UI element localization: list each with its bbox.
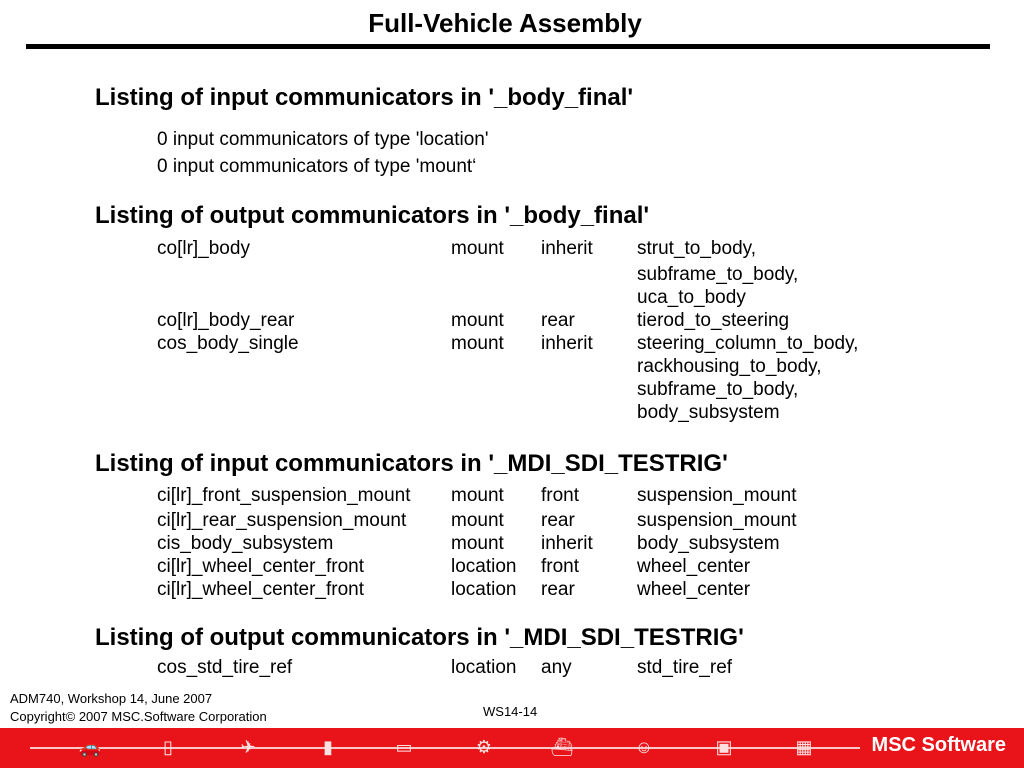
cell-name: co[lr]_body_rear bbox=[157, 310, 295, 331]
cell-symmetry: rear bbox=[541, 510, 575, 531]
cell-name: ci[lr]_wheel_center_front bbox=[157, 579, 364, 600]
cell-name: co[lr]_body bbox=[157, 238, 250, 259]
cell-type: mount bbox=[451, 238, 504, 259]
footer-band: 🚗 ▯ ✈ ▮ ▭ ⚙ ⛴ ☺ ▣ ▦ MSC Software bbox=[0, 728, 1024, 768]
cell-entity: strut_to_body, bbox=[637, 238, 757, 259]
cell-entity: subframe_to_body, bbox=[637, 379, 799, 400]
cell-type: mount bbox=[451, 533, 504, 554]
table-row: subframe_to_body, bbox=[0, 264, 1024, 287]
cell-symmetry: inherit bbox=[541, 533, 593, 554]
table-row: body_subsystem bbox=[0, 402, 1024, 425]
building-icon: ▦ bbox=[795, 737, 813, 757]
cell-type: mount bbox=[451, 510, 504, 531]
ship-icon: ⛴ bbox=[550, 737, 574, 757]
cell-entity: std_tire_ref bbox=[637, 657, 733, 678]
cell-entity: tierod_to_steering bbox=[637, 310, 790, 331]
person-icon: ☺ bbox=[634, 737, 654, 757]
table-row: cis_body_subsystem mount inherit body_subsy… bbox=[0, 533, 1024, 556]
slide-title: Full-Vehicle Assembly bbox=[368, 8, 642, 38]
cell-entity: body_subsystem bbox=[637, 533, 780, 554]
table-row: co[lr]_body_rear mount rear tierod_to_steer… bbox=[0, 310, 1024, 333]
band-line bbox=[30, 747, 860, 749]
cell-type: mount bbox=[451, 310, 504, 331]
footer-info: ADM740, Workshop 14, June 2007 Copyright… bbox=[10, 690, 267, 726]
brand-logo: MSC Software bbox=[871, 734, 1006, 756]
heading-output-testrig: Listing of output communicators in '_MDI… bbox=[95, 624, 744, 651]
cell-name: cos_std_tire_ref bbox=[157, 657, 293, 678]
cell-entity: rackhousing_to_body, bbox=[637, 356, 822, 377]
cell-name: ci[lr]_wheel_center_front bbox=[157, 556, 364, 577]
table-row: ci[lr]_wheel_center_front location rear whe… bbox=[0, 579, 1024, 602]
gear-icon: ⚙ bbox=[475, 737, 493, 757]
table-row: rackhousing_to_body, bbox=[0, 356, 1024, 379]
cell-entity: suspension_mount bbox=[637, 485, 797, 506]
cell-symmetry: front bbox=[541, 485, 580, 506]
cell-entity: steering_column_to_body, bbox=[637, 333, 859, 354]
footer-course: ADM740, Workshop 14, June 2007 bbox=[10, 691, 213, 706]
cell-entity: wheel_center bbox=[637, 579, 751, 600]
table-row: uca_to_body bbox=[0, 287, 1024, 310]
table-row: co[lr]_body mount inherit strut_to_body, bbox=[0, 238, 1024, 261]
cell-type: mount bbox=[451, 333, 504, 354]
cell-entity: subframe_to_body, bbox=[637, 264, 799, 285]
cell-type: mount bbox=[451, 485, 504, 506]
cell-symmetry: any bbox=[541, 657, 572, 678]
cell-symmetry: inherit bbox=[541, 333, 593, 354]
cell-symmetry: rear bbox=[541, 579, 575, 600]
title-divider bbox=[26, 44, 990, 49]
footer-copyright: Copyright© 2007 MSC.Software Corporation bbox=[10, 709, 267, 724]
cell-name: cos_body_single bbox=[157, 333, 299, 354]
cell-entity: body_subsystem bbox=[637, 402, 780, 423]
heading-output-body: Listing of output communicators in '_bod… bbox=[95, 202, 650, 229]
cell-type: location bbox=[451, 579, 517, 600]
truck-icon: ▣ bbox=[715, 737, 733, 757]
cell-entity: wheel_center bbox=[637, 556, 751, 577]
airplane-icon: ✈ bbox=[240, 737, 256, 757]
cell-symmetry: front bbox=[541, 556, 580, 577]
train-icon: ▭ bbox=[395, 737, 413, 757]
phone-icon: ▯ bbox=[163, 737, 173, 757]
table-row: subframe_to_body, bbox=[0, 379, 1024, 402]
cell-entity: suspension_mount bbox=[637, 510, 797, 531]
heading-input-testrig: Listing of input communicators in '_MDI_… bbox=[95, 450, 728, 477]
table-row: ci[lr]_front_suspension_mount mount front s… bbox=[0, 485, 1024, 508]
cell-name: ci[lr]_front_suspension_mount bbox=[157, 485, 411, 506]
car-icon: 🚗 bbox=[78, 737, 102, 757]
heading-input-body: Listing of input communicators in '_body… bbox=[95, 84, 634, 111]
table-row: ci[lr]_rear_suspension_mount mount rear sus… bbox=[0, 510, 1024, 533]
table-row: cos_std_tire_ref location any std_tire_ref bbox=[0, 657, 1024, 680]
cell-symmetry: rear bbox=[541, 310, 575, 331]
cell-symmetry: inherit bbox=[541, 238, 593, 259]
page-number: WS14-14 bbox=[483, 704, 538, 719]
bottle-icon: ▮ bbox=[323, 737, 333, 757]
cell-name: cis_body_subsystem bbox=[157, 533, 334, 554]
cell-entity: uca_to_body bbox=[637, 287, 746, 308]
cell-type: location bbox=[451, 556, 517, 577]
table-row: ci[lr]_wheel_center_front location front wh… bbox=[0, 556, 1024, 579]
input-body-line-1: 0 input communicators of type 'location' bbox=[157, 129, 489, 150]
cell-name: ci[lr]_rear_suspension_mount bbox=[157, 510, 407, 531]
input-body-line-2: 0 input communicators of type 'mount‘ bbox=[157, 156, 477, 177]
cell-type: location bbox=[451, 657, 517, 678]
table-row: cos_body_single mount inherit steering_colu… bbox=[0, 333, 1024, 356]
